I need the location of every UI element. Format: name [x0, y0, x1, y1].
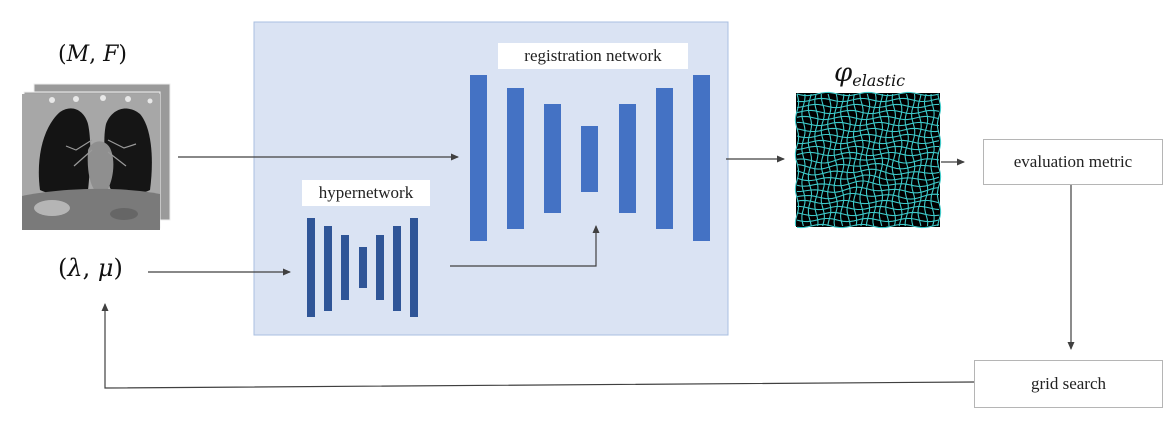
reg-bar-6: [656, 88, 673, 229]
grid-line-vertical: [885, 93, 890, 227]
grid-line-horizontal: [796, 133, 940, 139]
grid-line-horizontal: [796, 91, 940, 97]
grid-line-vertical: [794, 93, 800, 227]
hyper-bar-4: [359, 247, 367, 288]
grid-line-horizontal: [796, 205, 940, 211]
ct-scan-image: [22, 83, 171, 230]
reg-bar-2: [507, 88, 524, 229]
grid-line-vertical: [936, 93, 942, 227]
arrows: [101, 153, 1075, 389]
registration-network-label: registration network: [498, 43, 688, 69]
arrow-gridsearch-to-hyperparams: [101, 303, 975, 389]
reg-bar-3: [544, 104, 561, 213]
input-images-label: (M, F): [58, 42, 127, 67]
grid-line-horizontal: [796, 115, 940, 121]
grid-line-horizontal: [796, 139, 940, 145]
deformation-grid-image: [794, 91, 942, 229]
grid-line-horizontal: [796, 174, 940, 182]
grid-line-horizontal: [796, 199, 940, 205]
mu-symbol: μ: [97, 254, 114, 282]
registration-network-bars: [470, 75, 710, 241]
grid-line-vertical: [878, 93, 884, 227]
hypernetwork-label: hypernetwork: [302, 180, 430, 206]
grid-line-horizontal: [796, 211, 940, 217]
grid-line-horizontal: [796, 97, 940, 103]
hyper-bar-5: [376, 235, 384, 300]
grid-line-vertical: [917, 93, 922, 227]
separator: ,: [89, 42, 104, 67]
fixed-image-symbol: F: [103, 42, 119, 67]
hyperparameters-label: (λ, μ): [58, 254, 123, 282]
hp-separator: ,: [82, 254, 98, 282]
reg-bar-7: [693, 75, 710, 241]
hyper-bar-3: [341, 235, 349, 300]
grid-line-vertical: [930, 93, 935, 227]
grid-line-horizontal: [797, 186, 940, 194]
grid-line-horizontal: [796, 157, 940, 164]
reg-bar-1: [470, 75, 487, 241]
grid-line-vertical: [911, 93, 916, 227]
paren-open: (: [58, 42, 67, 67]
grid-line-horizontal: [796, 151, 940, 157]
grid-line-horizontal: [796, 121, 940, 127]
grid-line-vertical: [852, 93, 858, 227]
grid-line-vertical: [891, 93, 896, 227]
grid-line-vertical: [814, 93, 819, 227]
phi-symbol: φ: [834, 58, 853, 88]
grid-line-vertical: [872, 93, 877, 227]
grid-line-vertical: [840, 93, 845, 227]
hyper-bar-7: [410, 218, 418, 317]
grid-line-vertical: [865, 93, 871, 227]
reg-bar-5: [619, 104, 636, 213]
reg-bar-4: [581, 126, 598, 192]
grid-line-horizontal: [796, 103, 940, 109]
grid-line-vertical: [923, 93, 929, 227]
arrow-hypernetwork-to-registration: [450, 225, 600, 267]
paren-close: ): [118, 42, 127, 67]
grid-line-horizontal: [796, 217, 940, 223]
grid-search-box: grid search: [974, 360, 1163, 408]
lambda-symbol: λ: [67, 254, 83, 282]
grid-line-horizontal: [796, 168, 940, 176]
hyper-bar-6: [393, 226, 401, 311]
hyper-bar-2: [324, 226, 332, 311]
grid-line-vertical: [904, 93, 909, 226]
hp-paren-open: (: [58, 254, 68, 282]
phi-subscript: elastic: [852, 71, 906, 90]
grid-line-vertical: [846, 93, 851, 227]
grid-line-horizontal: [796, 192, 940, 200]
grid-line-vertical: [827, 93, 832, 227]
network-panel: [253, 21, 729, 336]
hp-paren-close: ): [113, 254, 123, 282]
grid-line-vertical: [898, 93, 903, 227]
deformation-field-label: φelastic: [834, 58, 905, 90]
hyper-bar-1: [307, 218, 315, 317]
hypernetwork-bars: [307, 218, 418, 317]
grid-line-horizontal: [796, 180, 940, 188]
evaluation-metric-box: evaluation metric: [983, 139, 1163, 185]
grid-line-horizontal: [796, 223, 940, 229]
moving-image-symbol: M: [66, 42, 90, 67]
grid-line-vertical: [807, 93, 813, 227]
